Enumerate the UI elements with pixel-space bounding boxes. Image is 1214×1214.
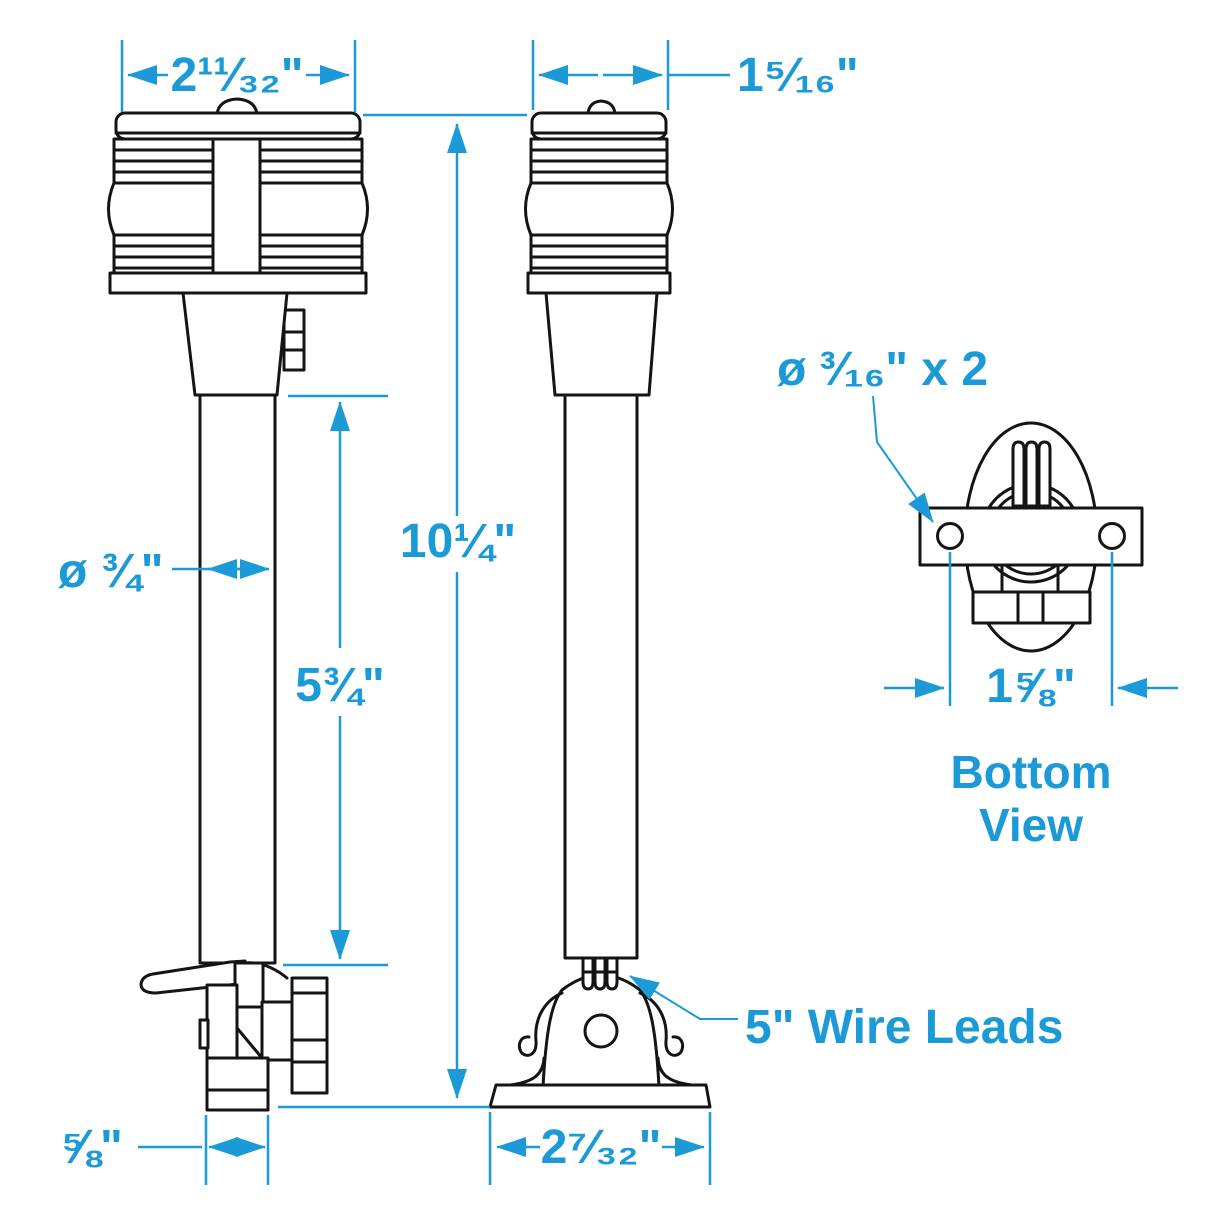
front-center-column [211, 137, 262, 275]
bottom-view-drawing [918, 421, 1144, 653]
mount-hole-right [1098, 522, 1126, 550]
bottom-view-caption: Bottom View [951, 746, 1112, 851]
base-plate [488, 1083, 712, 1109]
dim-side-width-label: 1⁵⁄₁₆" [737, 49, 859, 102]
dim-side-width: 1⁵⁄₁₆" [531, 40, 859, 110]
dim-pole-diameter: ø ¾" [58, 545, 270, 598]
dim-bracket-width: ⅝" [60, 1115, 270, 1185]
dim-front-width: 2¹¹⁄₃₂" [120, 40, 357, 112]
dim-front-width-label: 2¹¹⁄₃₂" [171, 49, 304, 102]
dim-pole-length: 5¾" [283, 394, 388, 967]
bottom-view-caption-line2: View [979, 799, 1083, 851]
screw-head [215, 97, 259, 116]
screw-head-side [586, 99, 617, 116]
dim-pole-diameter-label: ø ¾" [58, 545, 163, 598]
side-lens [524, 181, 674, 237]
bottom-view-caption-line1: Bottom [951, 746, 1112, 798]
dim-base-width: 2⁷⁄₃₂" [488, 1112, 712, 1185]
front-view-drawing [107, 97, 369, 1112]
dim-mount-holes-label: ø ³⁄₁₆" x 2 [777, 343, 988, 396]
side-housing-base-plate [526, 271, 672, 295]
wire-leads-drawing [581, 956, 619, 991]
wire-leads-label: 5" Wire Leads [745, 1001, 1063, 1054]
dim-overall-height: 10¼" [278, 113, 527, 1109]
dim-hole-spacing-label: 1⅝" [986, 660, 1075, 713]
dim-bracket-width-label: ⅝" [60, 1121, 123, 1174]
front-fold-down-base [139, 959, 329, 1112]
front-pole [198, 393, 277, 965]
dim-base-width-label: 2⁷⁄₃₂" [541, 1121, 662, 1174]
front-neck-and-knob [181, 291, 306, 397]
dim-mount-holes: ø ³⁄₁₆" x 2 [777, 343, 988, 523]
side-neck [544, 291, 659, 397]
dim-overall-height-label: 10¼" [400, 515, 516, 568]
dim-pole-length-label: 5¾" [295, 659, 384, 712]
front-housing-base-plate [108, 271, 368, 295]
wire-leads-callout: 5" Wire Leads [629, 975, 1063, 1054]
wire-lead-tubes [1011, 440, 1052, 508]
front-housing-cap [114, 111, 362, 141]
side-view-drawing [488, 99, 712, 1109]
side-louvers-bottom [529, 233, 669, 275]
hex-nut [971, 590, 1092, 625]
pivot-hole [583, 1013, 619, 1049]
side-housing-cap [530, 111, 668, 141]
dimension-annotations: 2¹¹⁄₃₂" 1⁵⁄₁₆" 10¼" 5¾" [58, 40, 1178, 1185]
side-louvers-top [529, 137, 669, 185]
dim-hole-spacing: 1⅝" [884, 552, 1178, 713]
mount-hole-left [936, 522, 964, 550]
deck-mount-base [488, 956, 712, 1109]
side-pole [563, 393, 639, 960]
